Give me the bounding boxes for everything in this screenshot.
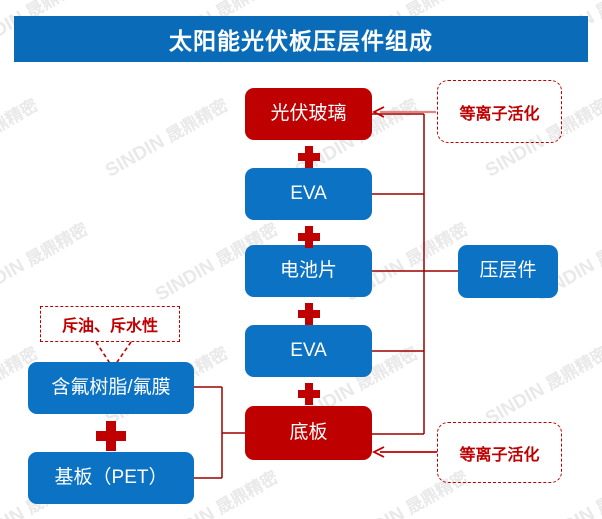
plus-separator-3 <box>298 303 320 325</box>
callout-oil-water-repellency[interactable]: 斥油、斥水性 <box>40 306 180 342</box>
watermark-chinese: 晟鼎精密 <box>592 467 602 518</box>
stack-layer-photovoltaic-glass[interactable]: 光伏玻璃 <box>245 88 372 140</box>
watermark-chinese: 晟鼎精密 <box>162 95 232 146</box>
watermark-latin: SINDIN <box>0 255 29 306</box>
watermark-latin: SINDIN <box>152 255 219 306</box>
stack-layer-eva-upper[interactable]: EVA <box>245 168 372 220</box>
callout-label: 等离子活化 <box>459 446 540 464</box>
watermark-latin: SINDIN <box>102 131 169 182</box>
watermark-tile: SINDIN 晟鼎精密 <box>0 215 92 306</box>
callout-plasma-activation-top[interactable]: 等离子活化 <box>437 80 562 143</box>
plasma-arrow-bottom <box>371 446 437 458</box>
watermark-chinese: 晟鼎精密 <box>592 219 602 270</box>
stack-layer-label: 底板 <box>289 421 328 443</box>
plus-separator-1 <box>298 146 320 168</box>
watermark-chinese: 晟鼎精密 <box>22 219 92 270</box>
stack-layer-label: 光伏玻璃 <box>270 102 347 124</box>
stack-layer-eva-lower[interactable]: EVA <box>245 325 372 377</box>
stack-layer-label: EVA <box>290 182 327 204</box>
watermark-chinese: 晟鼎精密 <box>212 467 282 518</box>
watermark-tile: SINDIN 晟鼎精密 <box>100 91 232 182</box>
node-fluoropolymer-film[interactable]: 含氟树脂/氟膜 <box>28 362 194 414</box>
plus-separator-left <box>96 421 126 451</box>
stack-bracket <box>372 113 458 435</box>
plus-separator-4 <box>298 383 320 405</box>
watermark-chinese: 晟鼎精密 <box>542 343 602 394</box>
watermark-chinese: 晟鼎精密 <box>0 95 42 146</box>
page-title: 太阳能光伏板压层件组成 <box>14 16 588 62</box>
plus-separator-2 <box>298 226 320 248</box>
page-title-text: 太阳能光伏板压层件组成 <box>169 28 433 54</box>
node-label: 压层件 <box>479 260 537 282</box>
stack-layer-label: 电池片 <box>279 259 337 281</box>
node-label: 含氟树脂/氟膜 <box>51 376 171 398</box>
watermark-tile: SINDIN 晟鼎精密 <box>480 339 602 430</box>
stack-layer-label: EVA <box>290 339 327 361</box>
backsheet-bracket <box>194 386 245 479</box>
stack-layer-solar-cell[interactable]: 电池片 <box>245 245 372 297</box>
watermark-tile: SINDIN 晟鼎精密 <box>0 91 42 182</box>
callout-label: 等离子活化 <box>459 105 540 123</box>
node-laminate-assembly[interactable]: 压层件 <box>458 245 558 298</box>
plasma-arrow-top <box>371 106 436 118</box>
watermark-chinese: 晟鼎精密 <box>593 0 602 22</box>
node-label: 基板（PET） <box>54 466 168 488</box>
callout-label: 斥油、斥水性 <box>61 318 158 335</box>
watermark-latin: SINDIN <box>0 503 28 519</box>
watermark-latin: SINDIN <box>532 503 598 519</box>
watermark-latin: SINDIN <box>152 503 218 519</box>
node-substrate-pet[interactable]: 基板（PET） <box>28 452 194 504</box>
stack-layer-backsheet[interactable]: 底板 <box>245 406 372 460</box>
watermark-latin: SINDIN <box>342 503 408 519</box>
callout-plasma-activation-bottom[interactable]: 等离子活化 <box>437 422 562 483</box>
